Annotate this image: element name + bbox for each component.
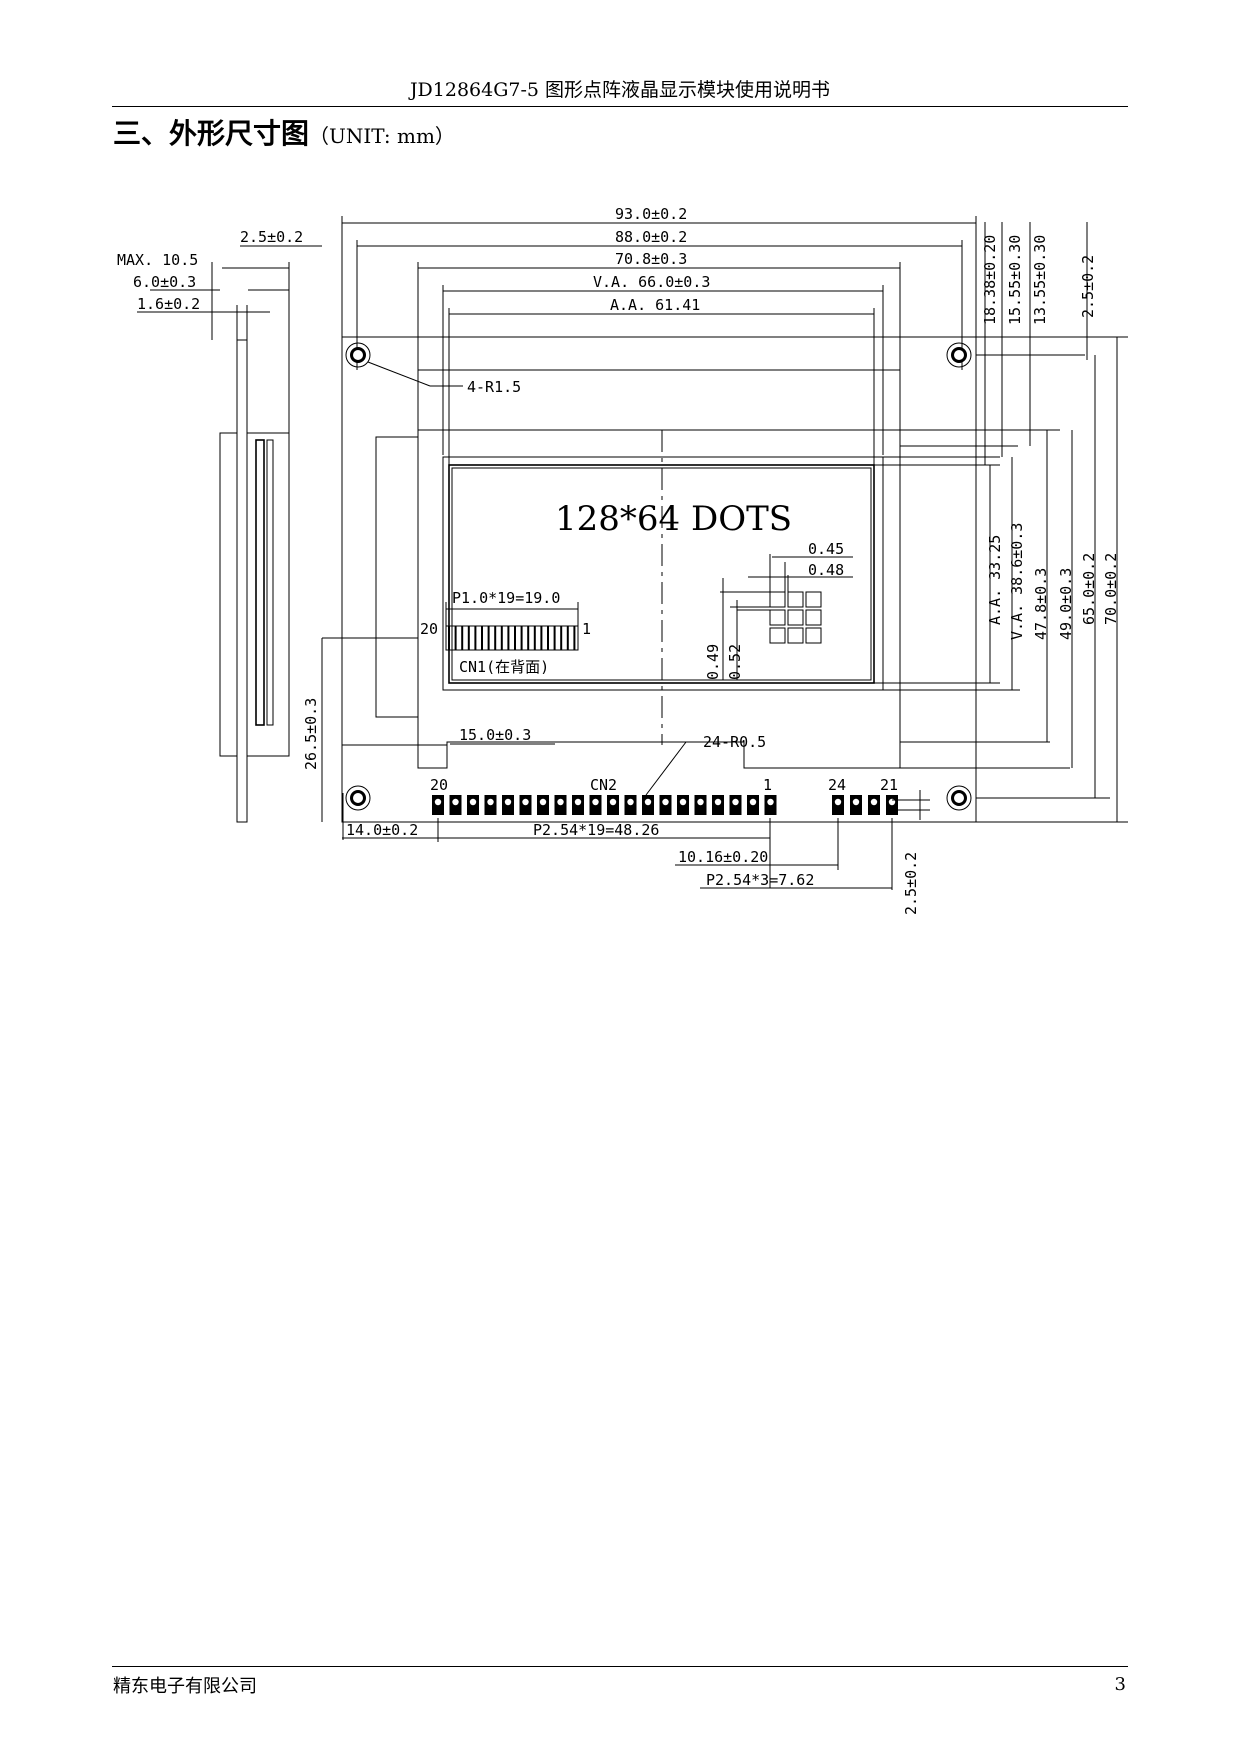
pixel-h1: 0.49 — [704, 644, 722, 680]
cn2-pin-b1: 24 — [828, 776, 846, 794]
dim-18-38: 18.38±0.20 — [981, 235, 999, 325]
cn2-pin-hole — [487, 798, 494, 806]
cn2-pin-hole — [767, 798, 774, 806]
section-title: 三、外形尺寸图（UNIT: mm） — [113, 112, 455, 152]
pixel-detail — [720, 554, 853, 680]
footer-company: 精东电子有限公司 — [113, 1676, 257, 1697]
active-area — [448, 464, 875, 684]
front-view — [341, 336, 977, 840]
dim-70-0: 70.0±0.2 — [1102, 553, 1120, 625]
cn2-pin-hole — [679, 798, 687, 806]
dim-26-5: 26.5±0.3 — [302, 698, 320, 770]
dots-label: 128*64 DOTS — [555, 499, 792, 539]
dim-65-0: 65.0±0.2 — [1080, 553, 1098, 625]
pcb-outline — [341, 336, 977, 823]
dim-88: 88.0±0.2 — [615, 228, 687, 246]
dim-bottom-2-5: 2.5±0.2 — [902, 852, 920, 915]
cn2-pin-hole — [434, 798, 442, 806]
footer-rule — [112, 1666, 1128, 1667]
dim-1-6: 1.6±0.2 — [137, 295, 200, 313]
cn2-pin-hole — [574, 798, 582, 806]
side-glass — [255, 439, 265, 726]
side-pcb — [236, 339, 248, 823]
dim-aa-width: A.A. 61.41 — [610, 296, 700, 314]
right-dimensions — [874, 222, 1128, 823]
dim-70-8: 70.8±0.3 — [615, 250, 687, 268]
cn2-pin-hole — [662, 798, 669, 806]
cn1-pitch: P1.0*19=19.0 — [452, 589, 560, 607]
pixel-w1: 0.45 — [808, 540, 844, 558]
dim-va-height: V.A. 38.6±0.3 — [1008, 523, 1026, 640]
mount-hole-tl — [345, 342, 371, 368]
side-lcd-body — [246, 432, 290, 757]
dim-15-55: 15.55±0.30 — [1006, 235, 1024, 325]
cn2-pin-hole — [522, 798, 529, 806]
dim-6-0: 6.0±0.3 — [133, 273, 196, 291]
cn2-pin-hole — [644, 798, 652, 806]
dim-right-2-5: 2.5±0.2 — [1079, 255, 1097, 318]
dim-p254-19: P2.54*19=48.26 — [533, 821, 659, 839]
cn2-pin-hole — [749, 798, 757, 806]
dim-aa-height: A.A. 33.25 — [986, 535, 1004, 625]
section-unit: （UNIT: mm） — [309, 124, 455, 148]
dim-14-0: 14.0±0.2 — [346, 821, 418, 839]
dim-47-8: 47.8±0.3 — [1032, 568, 1050, 640]
cn2-pin-hole — [732, 798, 739, 806]
mount-hole-tr — [946, 342, 972, 368]
pixel-w2: 0.48 — [808, 561, 844, 579]
cn2-pin-hole — [697, 798, 704, 806]
cn1-pin-last: 1 — [582, 620, 591, 638]
dim-max: MAX. 10.5 — [117, 251, 198, 269]
cn2-pin-hole — [452, 798, 459, 806]
cn1-pin-first: 20 — [420, 620, 438, 638]
bezel-outline — [417, 429, 901, 769]
dim-93: 93.0±0.2 — [615, 205, 687, 223]
cn2-pin-hole — [504, 798, 512, 806]
cn2-pin-hole — [469, 798, 477, 806]
dim-49-0: 49.0±0.3 — [1057, 568, 1075, 640]
header-rule — [112, 106, 1128, 107]
cn2-pin-hole — [870, 798, 878, 806]
dim-10-16: 10.16±0.20 — [678, 848, 768, 866]
dim-15-0: 15.0±0.3 — [459, 726, 531, 744]
cn2-pin-hole — [592, 798, 599, 806]
cn2-pin-hole — [627, 798, 634, 806]
page-number: 3 — [1114, 1674, 1126, 1695]
cn2-pin-b2: 21 — [880, 776, 898, 794]
cn2-pin-hole — [714, 798, 722, 806]
mount-hole-br — [946, 785, 972, 811]
mount-hole-bl — [345, 785, 371, 811]
cn2-pin-hole — [852, 798, 860, 806]
page-header: JD12864G7-5 图形点阵液晶显示模块使用说明书 — [409, 79, 831, 101]
dim-p254-3: P2.54*3=7.62 — [706, 871, 814, 889]
cn2-pin-hole — [834, 798, 842, 806]
cn2-pin-hole — [539, 798, 547, 806]
pad-note: 24-R0.5 — [703, 733, 766, 751]
backlight-fpc — [375, 436, 419, 718]
cn1-connector — [445, 602, 579, 651]
side-bezel-left — [219, 432, 238, 757]
dim-13-55: 13.55±0.30 — [1031, 235, 1049, 325]
cn2-pin-hole — [609, 798, 617, 806]
cn2-pin-first: 20 — [430, 776, 448, 794]
hole-note: 4-R1.5 — [467, 378, 521, 396]
side-polarizer — [266, 439, 274, 726]
pixel-h2: 0.52 — [726, 644, 744, 680]
section-title-text: 三、外形尺寸图 — [113, 117, 310, 150]
dim-va-width: V.A. 66.0±0.3 — [593, 273, 710, 291]
cn2-pin-last: 1 — [763, 776, 772, 794]
cn2-label: CN2 — [590, 776, 617, 794]
view-area — [442, 456, 884, 691]
side-view — [137, 262, 290, 823]
dim-side-2-5: 2.5±0.2 — [240, 228, 303, 246]
cn2-pins — [432, 795, 898, 815]
cn2-pin-hole — [557, 798, 564, 806]
cn1-label: CN1(在背面) — [459, 658, 549, 676]
